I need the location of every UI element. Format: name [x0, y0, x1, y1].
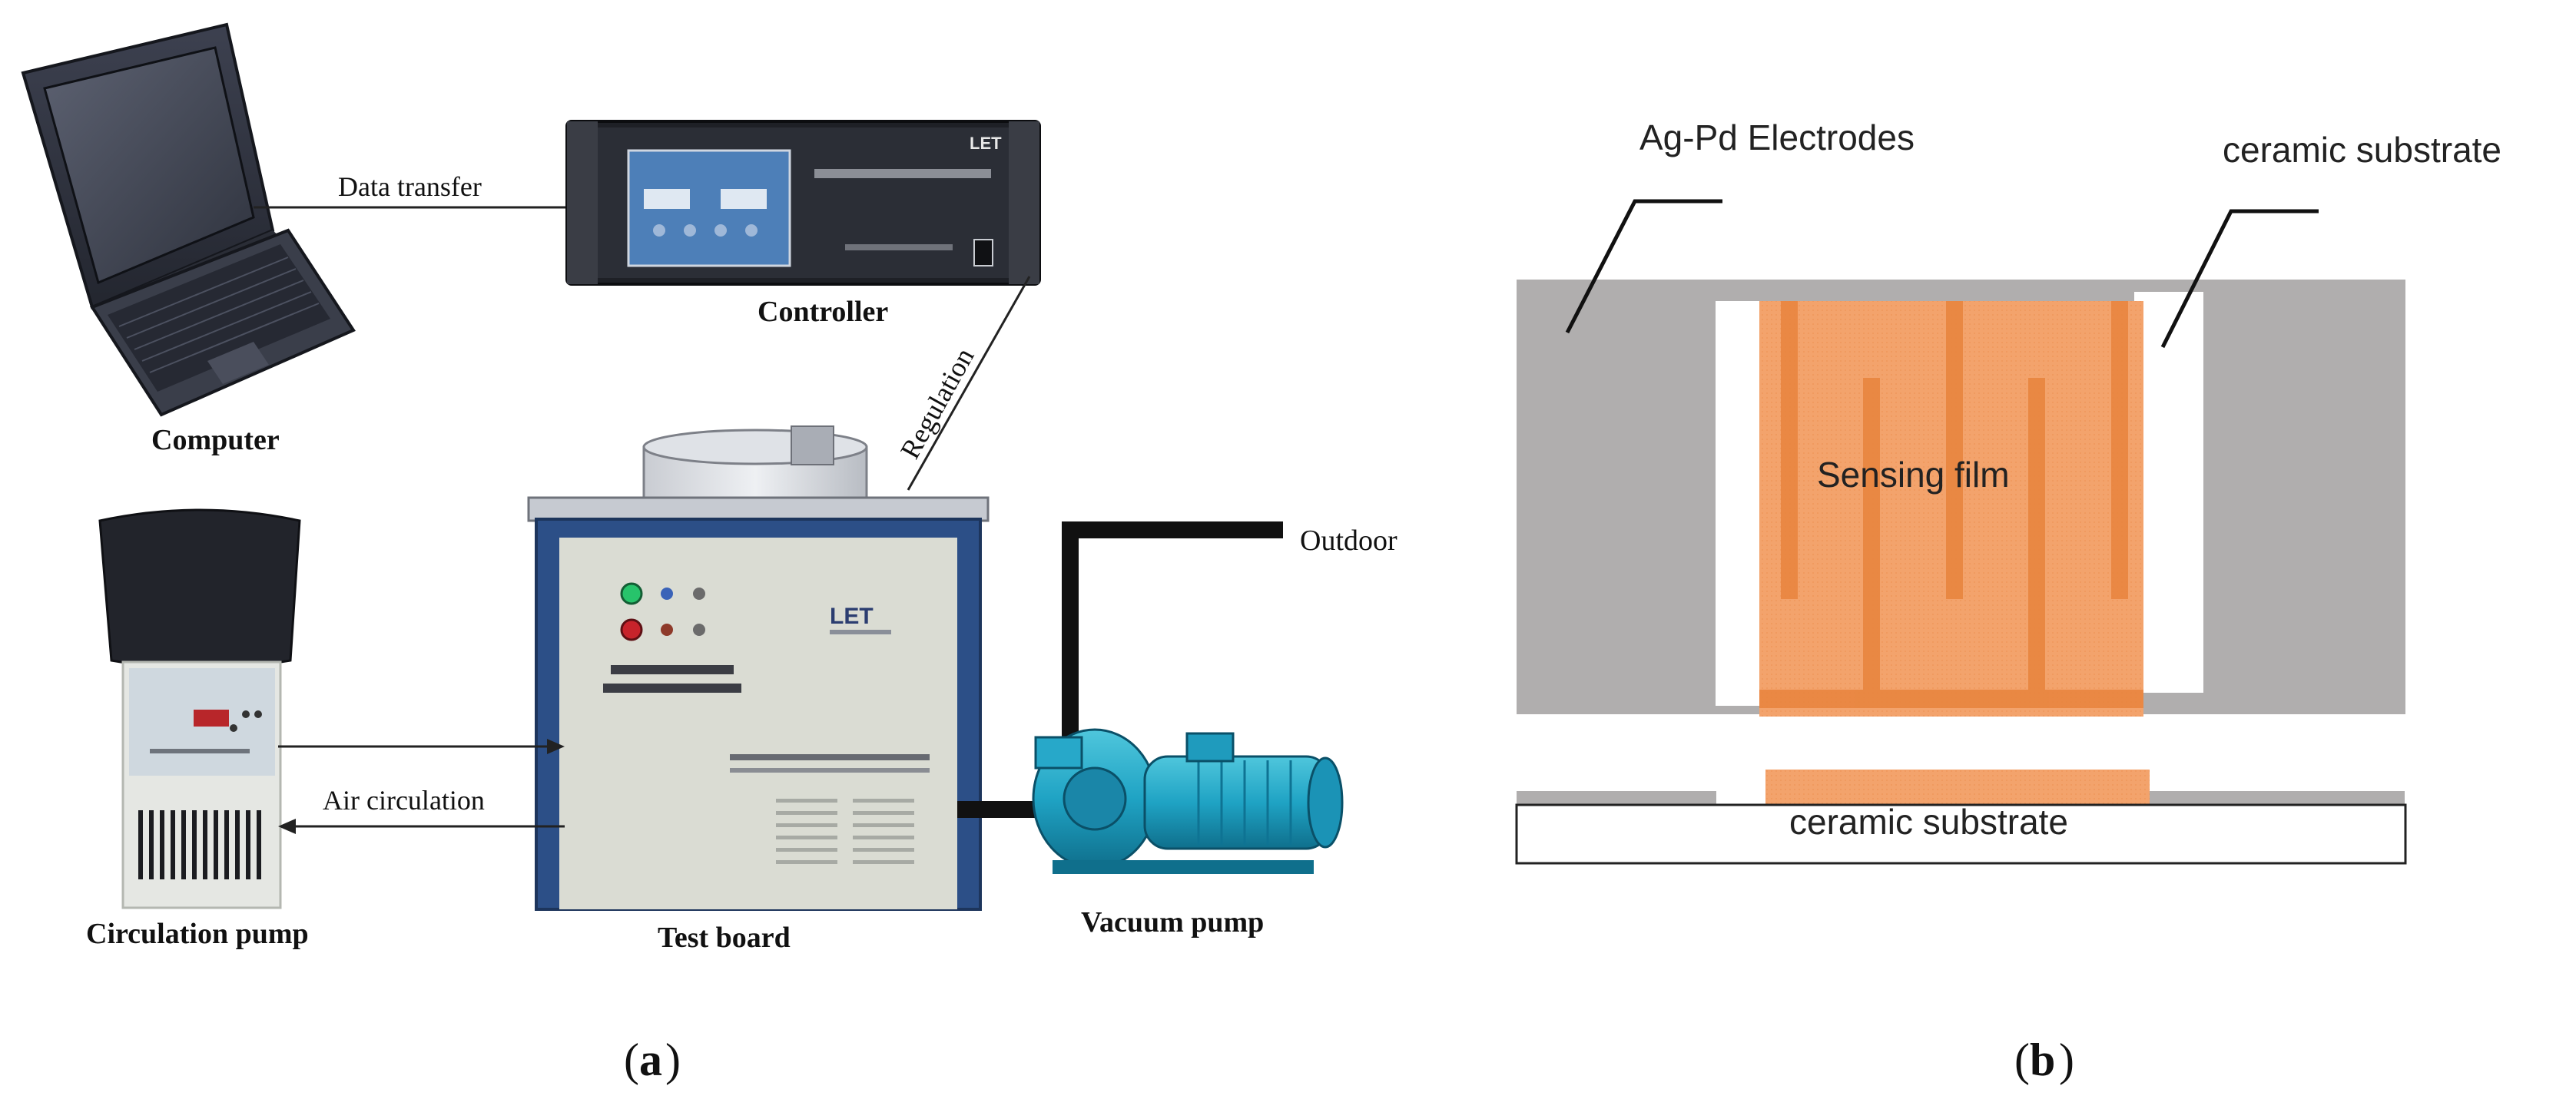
panel-b-letter: b [2030, 1035, 2055, 1085]
test-board-unit-icon: LET [527, 425, 990, 911]
electrodes-leader-line [1565, 199, 1722, 334]
regulation-label: Regulation [894, 343, 980, 464]
electrode-side-right [2136, 791, 2405, 805]
air-circulation-arrows [278, 739, 565, 834]
data-transfer-label: Data transfer [338, 171, 482, 202]
substrate-gap-right [2134, 292, 2203, 693]
interdigitated-fingers [1759, 301, 2143, 708]
substrate-leader-line [2160, 209, 2319, 349]
svg-text:): ) [665, 1035, 681, 1085]
exhaust-pipe [1062, 521, 1283, 749]
circulation-pump-icon [98, 508, 301, 909]
vacuum-pump-label: Vacuum pump [1081, 906, 1264, 939]
panel-b-caption: ( b ) [2014, 1035, 2074, 1085]
ceramic-substrate-side [1515, 803, 2407, 865]
controller-unit-icon: LET [565, 120, 1041, 286]
svg-text:(: ( [2014, 1035, 2030, 1085]
sensing-film-side [1765, 770, 2150, 805]
panel-a: Computer Data transfer LET Controller [21, 22, 1397, 1085]
controller-label: Controller [758, 296, 888, 328]
panel-b: Sensing film Ag-Pd Electrodes ceramic su… [1515, 118, 2501, 1085]
ceramic-substrate-bottom-label: ceramic substrate [1789, 802, 2068, 842]
electrode-side-left [1517, 791, 1716, 805]
ceramic-substrate-top-label: ceramic substrate [2223, 130, 2501, 170]
vacuum-pump-icon [1032, 728, 1344, 874]
svg-text:(: ( [624, 1035, 639, 1085]
panel-a-caption: ( a ) [624, 1035, 681, 1085]
svg-text:): ) [2059, 1035, 2074, 1085]
computer-label: Computer [151, 424, 280, 456]
test-board-logo: LET [830, 604, 874, 629]
sensing-film-label: Sensing film [1817, 455, 2010, 495]
outdoor-label: Outdoor [1300, 525, 1397, 557]
circulation-pump-label: Circulation pump [86, 918, 309, 950]
air-circulation-label: Air circulation [323, 785, 485, 816]
regulation-connector [907, 276, 1031, 491]
controller-logo: LET [970, 134, 1002, 153]
laptop-icon [21, 22, 356, 417]
electrodes-label: Ag-Pd Electrodes [1639, 118, 1915, 157]
panel-a-letter: a [639, 1035, 662, 1085]
test-board-label: Test board [658, 922, 791, 954]
